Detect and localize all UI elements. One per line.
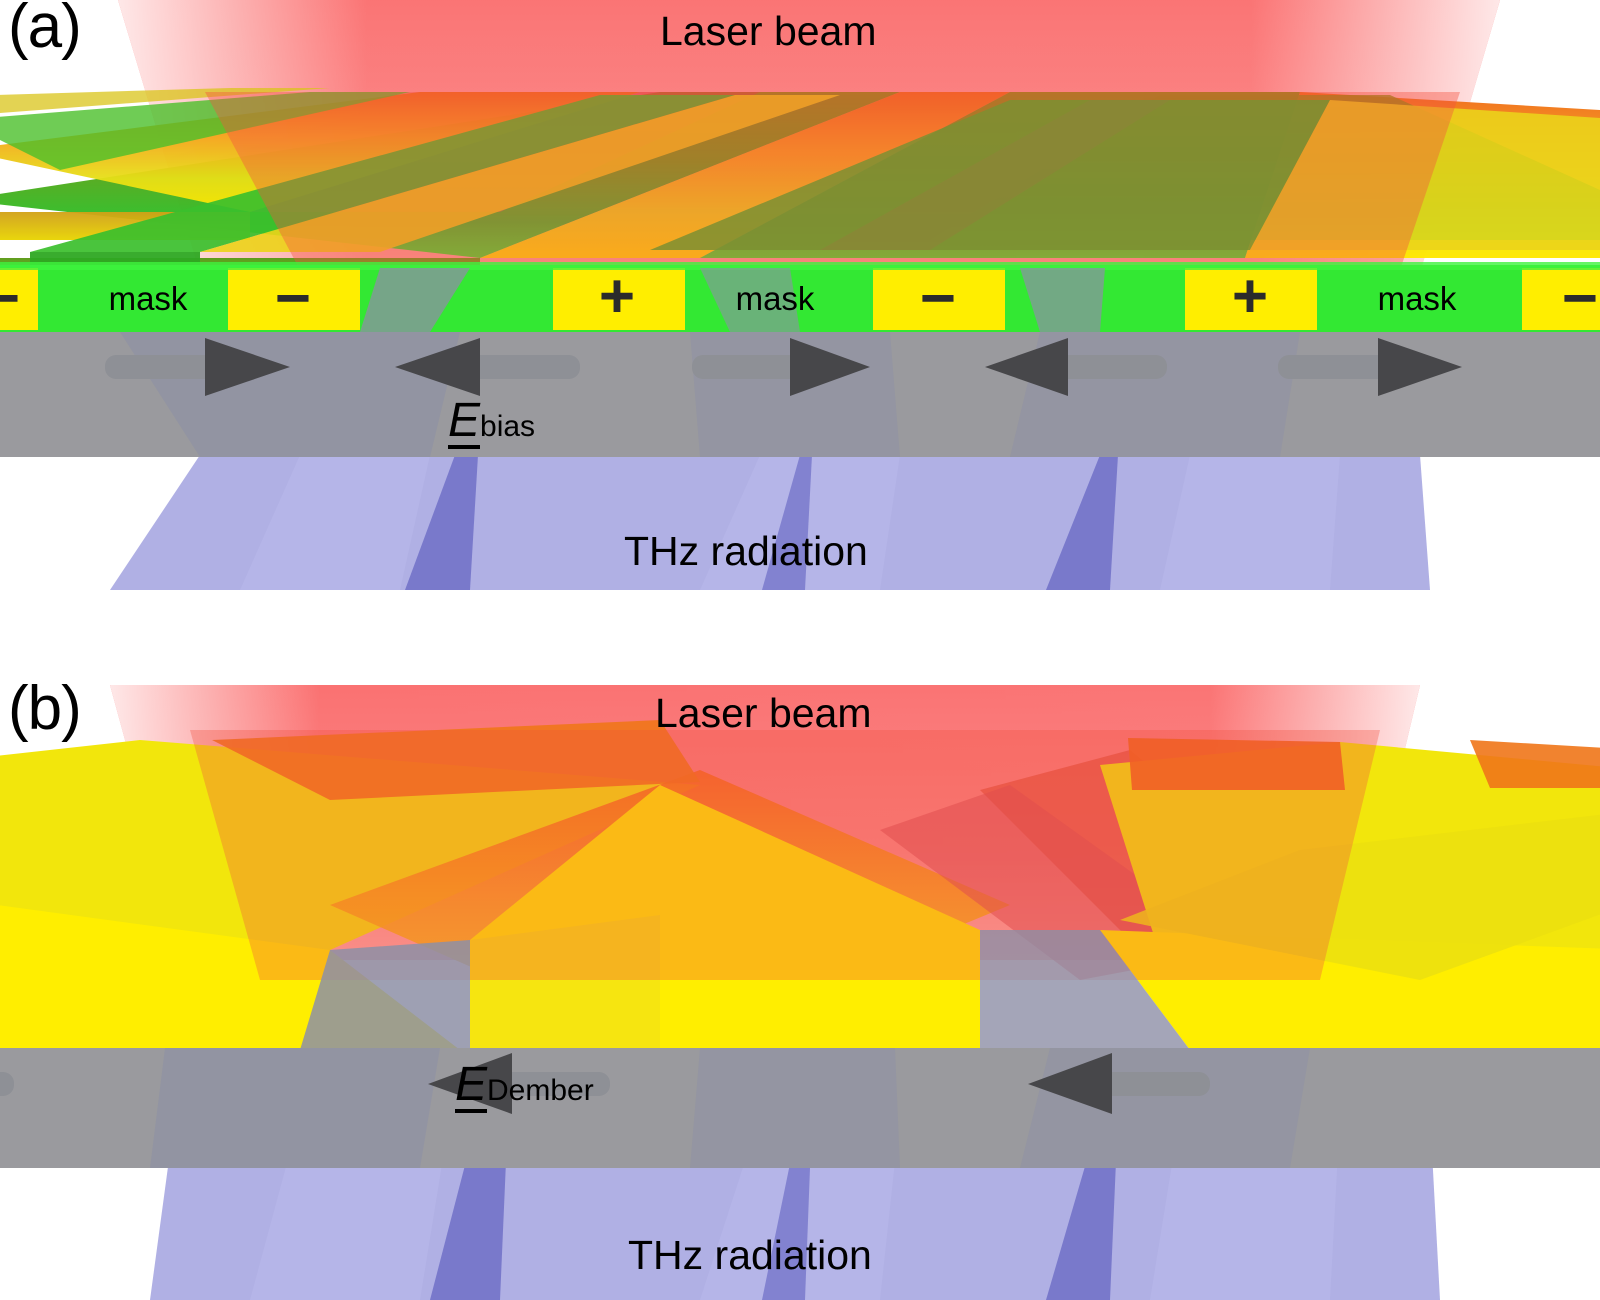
electrode-sign-a-4: + [1231, 262, 1269, 331]
panel-a-graphics [0, 0, 1600, 590]
panel-a: (a) Laser beam THz radiation Ebias − mas… [0, 0, 1600, 640]
mask-label-a-0: mask [108, 280, 188, 317]
laser-overlay-b [190, 730, 1380, 980]
laser-beam-caption-b: Laser beam [655, 690, 872, 736]
panel-b-graphics [0, 685, 1600, 1300]
electrode-sign-a-5: − [1561, 264, 1599, 333]
electrode-sign-a-1: − [274, 264, 312, 333]
field-subscript-dember: Dember [487, 1074, 594, 1107]
bias-field-label: Ebias [448, 394, 536, 449]
field-symbol-e-dember: E [455, 1058, 488, 1113]
laser-beam-caption-a: Laser beam [660, 8, 877, 54]
laser-overlay-a [205, 92, 1460, 270]
substrate-b [0, 1048, 1600, 1168]
thz-radiation-caption-b: THz radiation [628, 1232, 872, 1278]
wide-electrode-wedges-b [0, 720, 1600, 1050]
panel-label-b: (b) [8, 674, 82, 743]
bias-field-arrows-a [105, 338, 1462, 396]
front-strip-band-a [0, 262, 1600, 333]
dember-field-label: EDember [455, 1058, 594, 1113]
field-symbol-e-bias: E [448, 394, 481, 449]
electrode-sign-a-2: + [598, 262, 636, 331]
dember-field-arrows-b [0, 1053, 1210, 1114]
mask-label-a-1: mask [735, 280, 815, 317]
field-subscript-bias: bias [480, 410, 536, 443]
electrode-sign-a-3: − [919, 264, 957, 333]
mask-label-a-2: mask [1377, 280, 1457, 317]
thz-radiation-caption-a: THz radiation [624, 528, 868, 574]
ridge-bars-a [0, 88, 1600, 272]
thz-radiation-region-a [110, 455, 1430, 590]
panel-label-a: (a) [8, 0, 82, 61]
panel-b: (b) Laser beam THz radiation EDember [0, 650, 1600, 1300]
interdigitated-electrode-array-a [0, 88, 1600, 285]
electrode-sign-a-0: − [0, 264, 21, 333]
